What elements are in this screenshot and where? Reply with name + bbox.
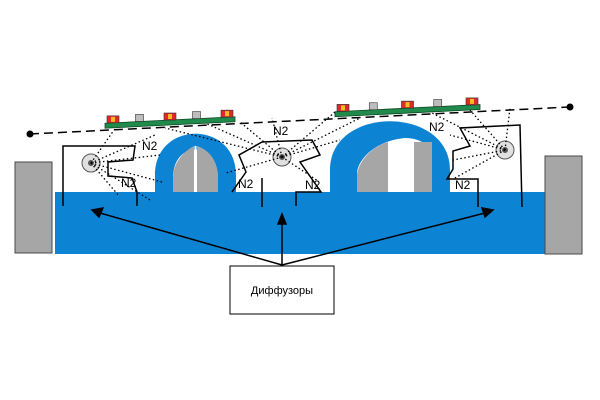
- callout-box: Диффузоры: [229, 265, 335, 315]
- gas-flow-lines: [90, 107, 511, 201]
- circuit-board: [334, 104, 481, 118]
- n2-label-4: N2: [238, 177, 254, 191]
- board-component: [368, 102, 378, 111]
- solder-wave-left: [155, 133, 236, 192]
- callout-label: Диффузоры: [251, 285, 313, 297]
- diffuser-4: [445, 124, 523, 208]
- liquid-bath: [55, 192, 545, 254]
- right-wall: [544, 155, 583, 255]
- n2-label-1: N2: [142, 139, 158, 153]
- circuit-board: [104, 116, 236, 129]
- board-component: [135, 114, 144, 122]
- board-component-pad: [111, 116, 115, 122]
- solder-wave-right: [330, 121, 450, 192]
- n2-label-3: N2: [273, 124, 289, 138]
- n2-label-6: N2: [429, 120, 445, 134]
- left-wall: [14, 161, 53, 254]
- board-component-pad: [225, 111, 229, 117]
- conveyor-line: [26, 103, 574, 138]
- diffuser-2: [231, 139, 323, 206]
- n2-label-5: N2: [305, 178, 321, 192]
- diffuser-1: [62, 145, 138, 206]
- board-component-pad: [405, 102, 410, 108]
- board-component-pad: [341, 105, 345, 111]
- n2-label-2: N2: [121, 176, 137, 190]
- board-component-pad: [470, 98, 474, 104]
- n2-label-7: N2: [455, 178, 471, 192]
- circuit-boards: [104, 97, 481, 129]
- board-component-pad: [168, 114, 172, 119]
- n2-labels: N2 N2 N2 N2 N2 N2 N2: [121, 120, 471, 192]
- callout-arrows: [90, 207, 495, 266]
- board-component: [192, 111, 201, 119]
- nitrogen-diffusers: [62, 124, 523, 208]
- board-component: [433, 99, 443, 107]
